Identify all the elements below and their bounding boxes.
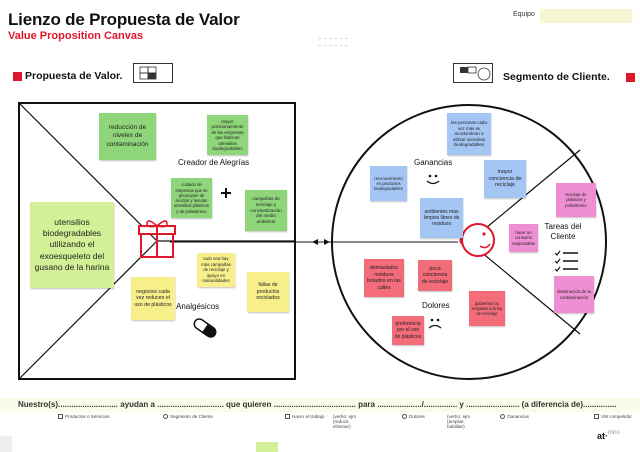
gift-icon: [138, 220, 176, 258]
red-square-marker: [13, 72, 22, 81]
value-proposition-label: Propuesta de Valor.: [25, 70, 123, 82]
value-map-diagonal: [18, 102, 158, 242]
value-map-thumbnail-icon: [133, 63, 173, 83]
job-icon: [285, 414, 290, 419]
sticky-note[interactable]: mayor posicionamiento de las empresas qu…: [207, 115, 248, 155]
competitor-icon: [594, 414, 599, 419]
gain-creators-label: Creador de Alegrías: [178, 158, 250, 167]
miro-watermark: miro: [608, 430, 620, 436]
customer-face-icon: [459, 223, 495, 257]
sticky-note[interactable]: hacer un consumo responsable: [509, 224, 538, 252]
legend-item: (verbo: ejm (reducir, eliminar): [333, 414, 356, 430]
page-subtitle: Value Proposition Canvas: [8, 30, 144, 42]
customer-profile-circle: [331, 104, 607, 380]
sticky-note[interactable]: las personas cada vez más se acostumbran…: [447, 113, 491, 155]
brand-logo: at·: [597, 431, 608, 441]
legend-item: VM competidor: [594, 414, 632, 419]
value-statement-sentence: Nuestro(s)........................... ay…: [18, 400, 617, 409]
sticky-note[interactable]: cuidado de empresas que se preocupen de …: [171, 178, 212, 218]
sticky-note[interactable]: disminución de la contaminación: [554, 276, 594, 313]
legend-item: Ganancias: [500, 414, 529, 419]
decorative-block: [0, 436, 12, 452]
legend-item: Segmento de Cliente: [163, 414, 213, 419]
sticky-note[interactable]: reducción de niveles de contaminación: [99, 113, 156, 160]
sticky-note[interactable]: todo sea hay más campañas de reciclaje y…: [197, 253, 235, 287]
page-title: Lienzo de Propuesta de Valor: [8, 10, 240, 29]
customer-segment-label: Segmento de Cliente.: [503, 71, 610, 83]
gains-label: Ganancias: [414, 158, 453, 167]
sticky-note[interactable]: preferencia por el uso de plásticos: [392, 316, 424, 345]
sticky-note[interactable]: campañas de reciclaje y concientización …: [245, 190, 287, 231]
pain-relievers-label: Analgésicos: [176, 302, 220, 311]
sticky-note[interactable]: mayor conciencia de reciclaje: [484, 160, 526, 198]
gain-icon: [500, 414, 505, 419]
segment-icon: [163, 414, 168, 419]
team-label: Equipo: [513, 11, 535, 18]
smiley-icon: [426, 174, 440, 185]
customer-profile-thumbnail-icon: [453, 63, 493, 83]
plus-icon: [221, 188, 231, 198]
customer-jobs-label: Tareas del Cliente: [544, 222, 582, 241]
red-square-marker: [626, 73, 635, 82]
product-icon: [58, 414, 63, 419]
sticky-note[interactable]: poca conciencia de reciclaje: [418, 260, 452, 291]
sticky-note[interactable]: reciclaje de plásticos y poliestireno: [556, 183, 596, 217]
pains-label: Dolores: [422, 301, 450, 310]
decorative-dashes: [318, 38, 348, 46]
arrow-head-icon: [324, 239, 330, 245]
pill-icon: [193, 318, 217, 338]
customer-profile-divider: [468, 241, 581, 335]
sticky-note[interactable]: ambientes más limpios libres de residuos: [420, 198, 463, 238]
sticky-note[interactable]: demasiados residuos botados en las calle…: [364, 259, 404, 297]
product-sticky-note[interactable]: utensilios biodegradables utilizando el …: [30, 202, 114, 288]
pain-icon: [402, 414, 407, 419]
sticky-note[interactable]: gobiernos no respetan a la ley de recicl…: [469, 291, 505, 326]
checklist-icon: [554, 250, 578, 272]
legend-item: Dolores: [402, 414, 425, 419]
sticky-note[interactable]: negocios cada vez reducen el uso de plás…: [131, 277, 175, 320]
footer-band: [0, 398, 640, 412]
arrow-head-icon: [312, 239, 318, 245]
decorative-sticky: [256, 442, 278, 452]
sad-face-icon: [428, 318, 442, 329]
sticky-note[interactable]: reconocimiento en productos biodegradabl…: [370, 166, 407, 201]
sticky-note[interactable]: fallas de productos reciclados: [247, 272, 289, 312]
legend-item: (verbo: ejm (ampliar, habilitar): [447, 414, 470, 430]
legend-item: Productos o Servicios: [58, 414, 109, 419]
legend-item: Hacer el trabajo: [285, 414, 324, 419]
team-input[interactable]: [540, 9, 632, 23]
value-map-diagonal: [18, 240, 158, 380]
